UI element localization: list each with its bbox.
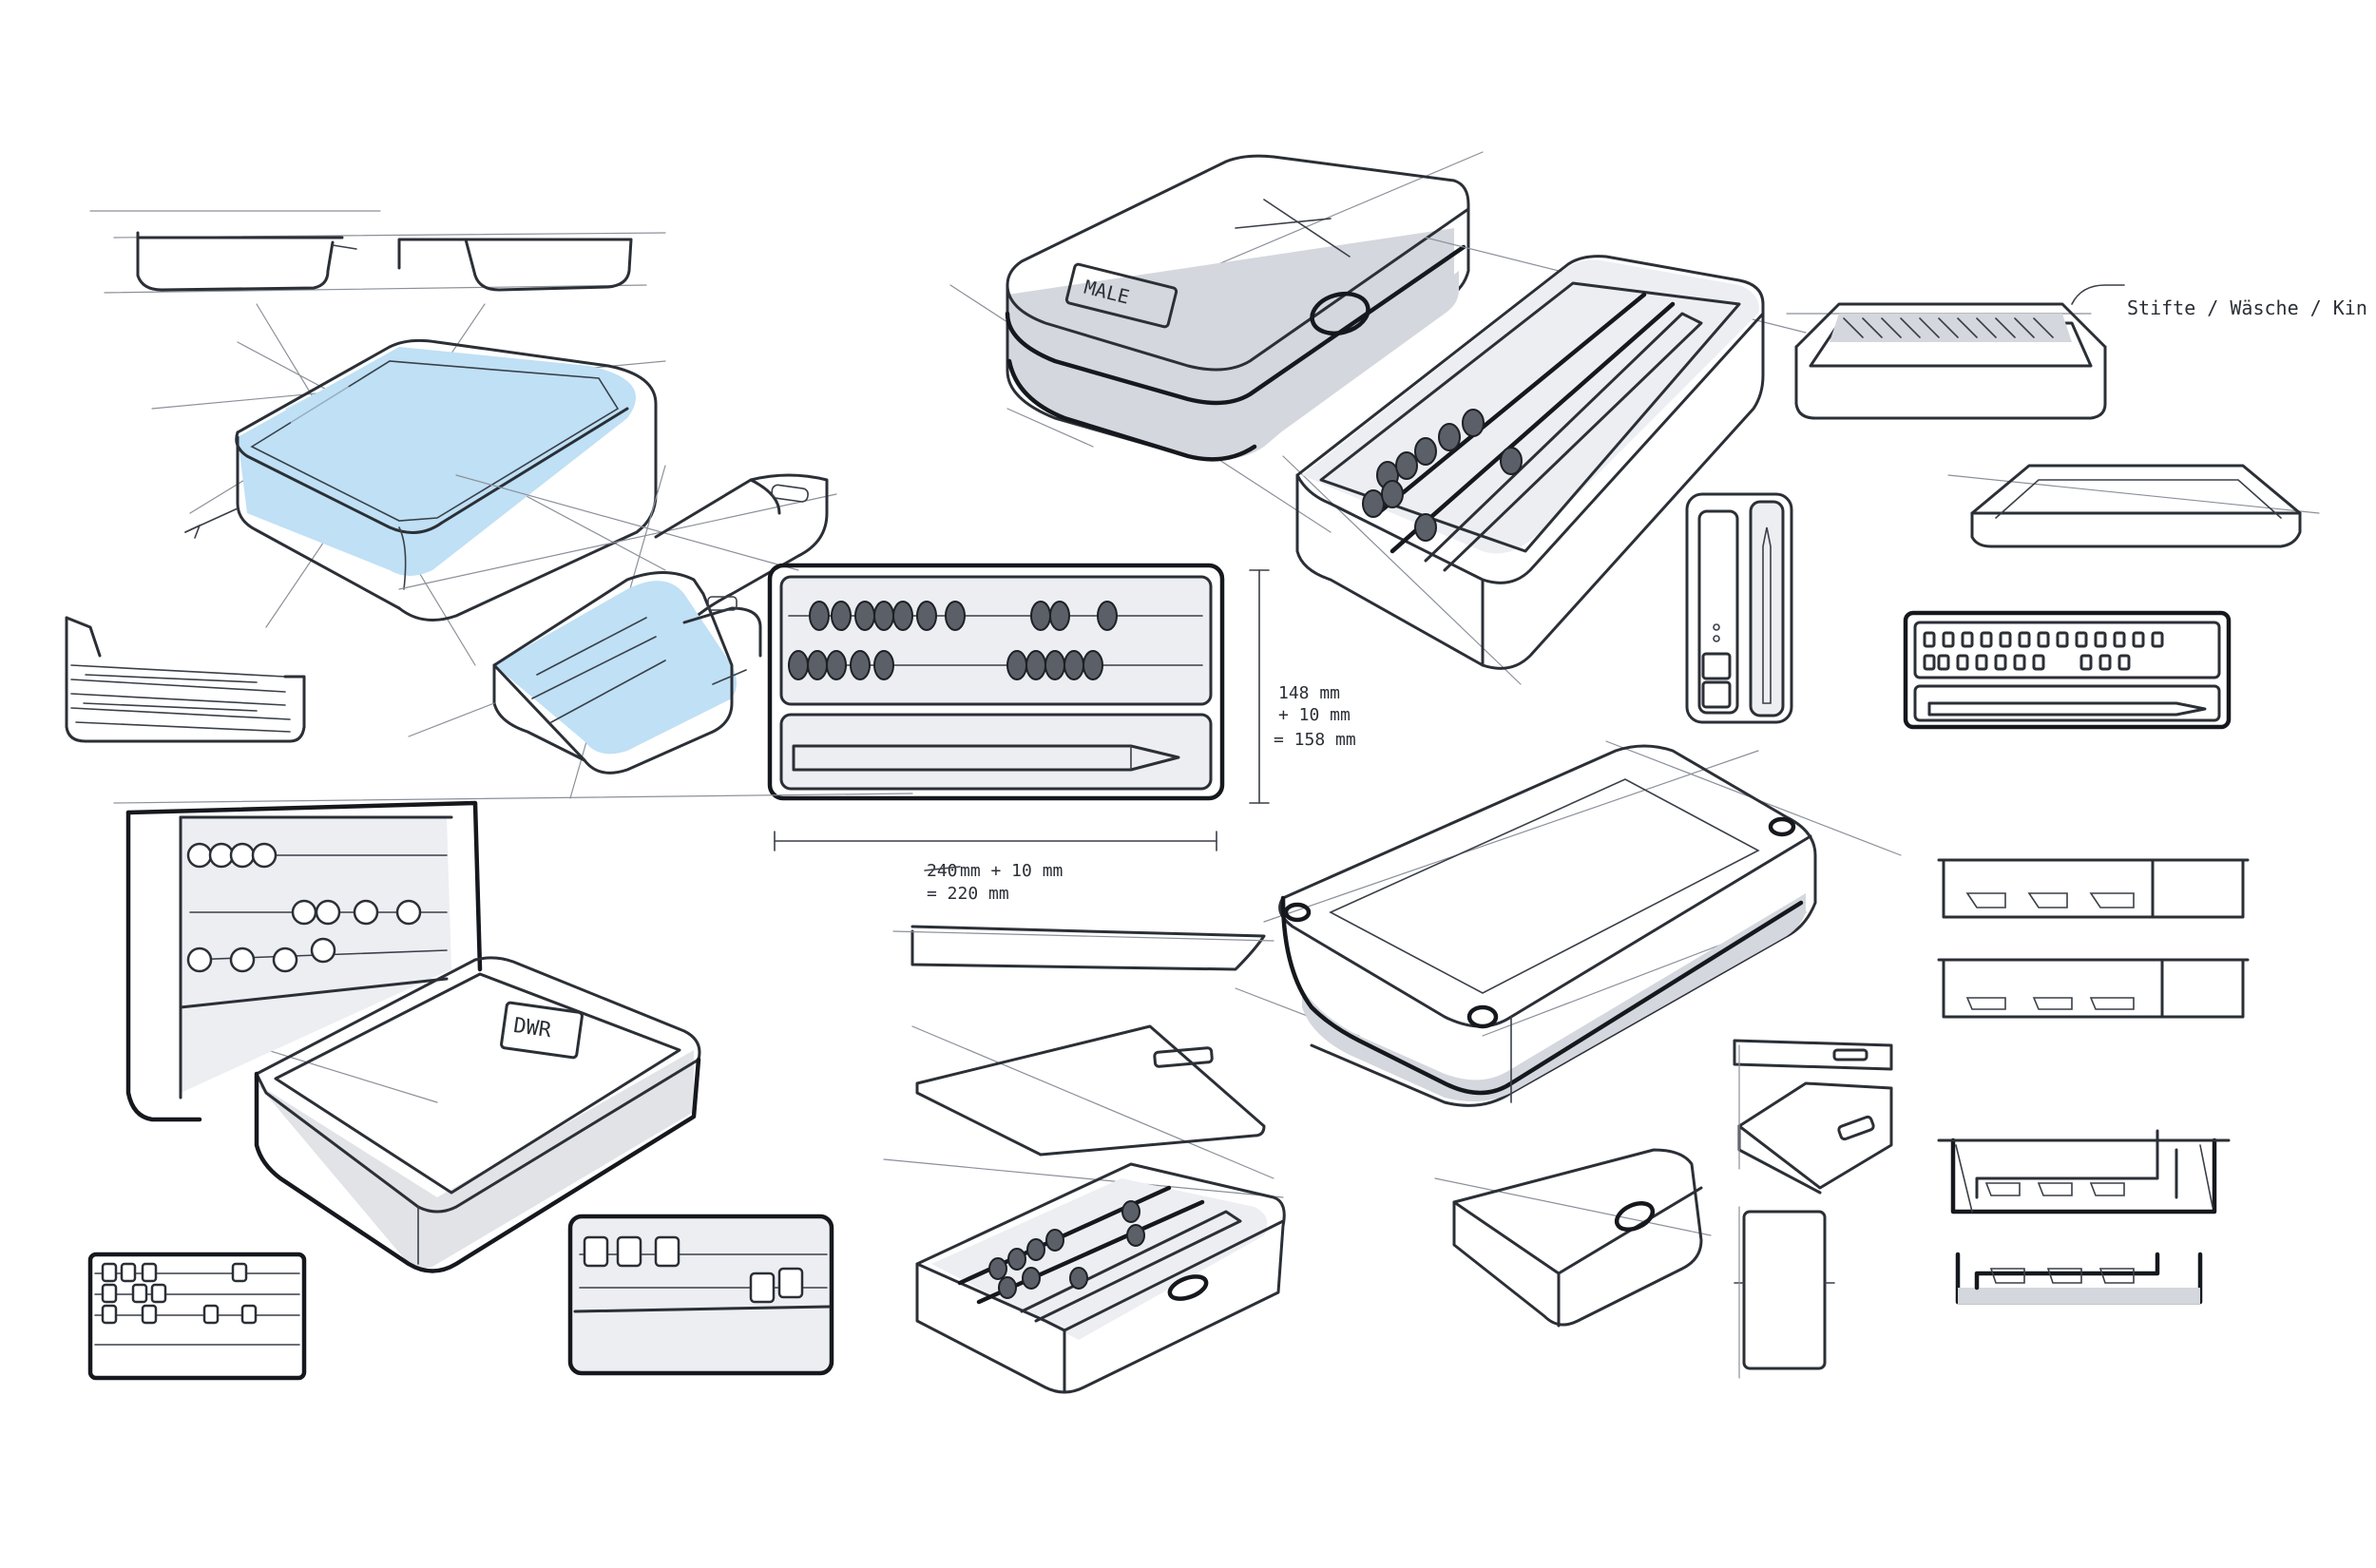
abacus-small-beads-row-2 (1923, 654, 2131, 671)
abacus-small-beads-row-1 (1923, 631, 2164, 648)
sketch-abacus-panel-grey (567, 1214, 834, 1376)
abacus-beads-row-2 (788, 650, 1103, 680)
abacus-beads-row-1 (809, 601, 1118, 631)
dimension-height-line2: + 10 mm (1278, 705, 1351, 725)
sketch-vertical-standing-box (1685, 492, 1793, 724)
sketch-section-views (1937, 858, 2250, 1305)
shelf-abacus-beads (186, 842, 422, 973)
sketch-large-rounded-box (1235, 740, 1902, 1107)
dimension-width-line1: mm + 10 mm (960, 861, 1063, 881)
dimension-width-line2: = 220 mm (927, 884, 1009, 904)
sketch-stacked-trays-right (1733, 1039, 1893, 1195)
tray-beads (1362, 409, 1523, 542)
sketch-shelf-abacus-and-box (113, 793, 913, 1273)
dimension-height-line3: = 158 mm (1274, 730, 1356, 750)
sketch-flat-lid-with-handle (911, 1024, 1274, 1179)
sketch-blue-drawer (398, 465, 837, 799)
sketch-flat-tray (1947, 464, 2320, 548)
sketch-small-tray-with-note (1786, 284, 2125, 420)
sketch-lid-strip (892, 925, 1274, 971)
sketch-blue-transparent-box (151, 303, 666, 666)
dimension-height-line1: 148 mm (1278, 683, 1340, 703)
sketch-tall-side-view (1734, 1206, 1835, 1379)
sketch-closed-box-with-label (949, 151, 1484, 533)
sketch-abacus-front-view (767, 563, 1270, 851)
sketch-open-tray-bottom (883, 1158, 1286, 1394)
sketch-abacus-front-small-right (1903, 610, 2232, 730)
label-tag-bottom: DWR (512, 1014, 554, 1042)
sketch-open-tray-with-beads (1282, 237, 1807, 685)
side-note-text: Stifte / Wäsche / Kin (2127, 296, 2367, 319)
sketch-box-with-oval-handle (1434, 1148, 1712, 1328)
sketch-side-profile-top (89, 210, 666, 294)
sketch-small-abacus-bottom-left (87, 1252, 307, 1381)
sketch-small-rod-tray (65, 616, 306, 743)
dimension-width-struck: 240 (927, 861, 958, 881)
